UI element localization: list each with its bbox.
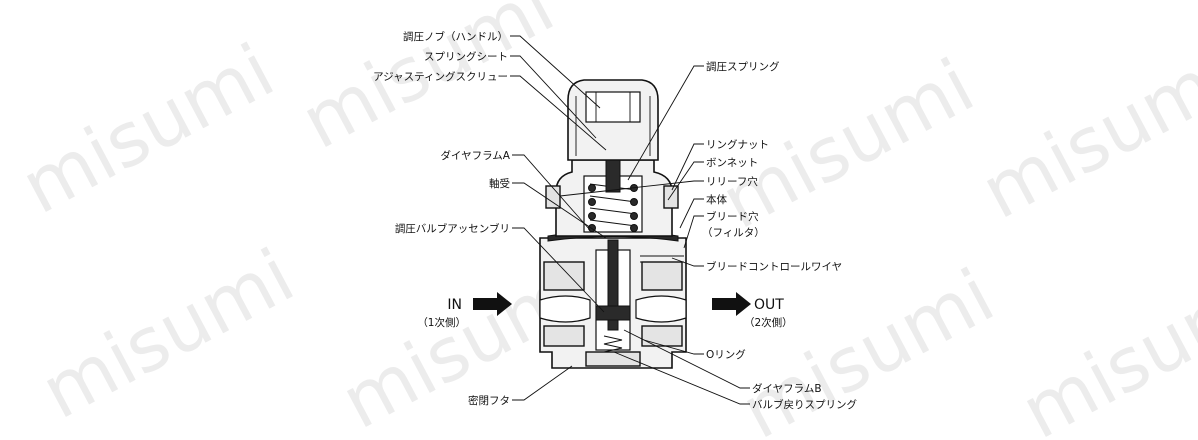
inlet-label: IN <box>447 297 462 313</box>
left-labels: 調圧ノブ（ハンドル） スプリングシート アジャスティングスクリュー ダイヤフラム… <box>373 30 511 407</box>
outlet-label: OUT <box>754 297 784 313</box>
watermark-text: misumi <box>728 253 1007 440</box>
watermark-text: misumi <box>28 233 307 436</box>
inlet-sub-label: （1次側） <box>417 316 466 329</box>
label-filter: （フィルタ） <box>702 227 765 239</box>
lower-left-thread <box>543 325 585 347</box>
leader-lines <box>510 35 750 405</box>
ring-nut-part <box>663 185 679 209</box>
label-relief-hole: リリーフ穴 <box>706 175 758 188</box>
label-diaphragm-a: ダイヤフラムA <box>440 149 510 162</box>
label-pressure-spring: 調圧スプリング <box>706 60 780 73</box>
label-valve-return-spring: バルブ戻りスプリング <box>752 398 857 411</box>
outlet-passage <box>635 295 687 323</box>
outlet-port-indicator: OUT （2次側） <box>712 292 793 329</box>
label-valve-assembly: 調圧バルブアッセンブリ <box>395 222 510 235</box>
label-spring-seat: スプリングシート <box>424 50 508 63</box>
spring-coils <box>588 184 638 232</box>
label-bleed-hole: ブリード穴 <box>706 210 759 223</box>
left-thread <box>543 261 585 291</box>
outlet-arrow-icon <box>712 292 751 316</box>
label-seal-cap: 密閉フタ <box>468 394 510 407</box>
lower-right-thread <box>641 325 683 347</box>
label-adjusting-screw: アジャスティングスクリュー <box>373 70 508 83</box>
label-o-ring: Oリング <box>706 348 746 361</box>
watermark-text: misumi <box>1008 253 1198 440</box>
label-ring-nut: リングナット <box>706 138 769 151</box>
relief-part <box>545 185 561 209</box>
label-diaphragm-b: ダイヤフラムB <box>752 382 822 395</box>
label-bleed-wire: ブリードコントロールワイヤ <box>706 260 842 273</box>
watermark-text: misumi <box>968 33 1198 236</box>
valve-poppet <box>595 305 631 321</box>
bleed-wire-part <box>640 255 684 263</box>
label-body: 本体 <box>706 193 727 206</box>
right-thread <box>641 261 683 291</box>
inlet-arrow-icon <box>473 292 512 316</box>
label-bearing: 軸受 <box>489 177 510 190</box>
inlet-port-indicator: IN （1次側） <box>417 292 512 329</box>
knob-grip-lines <box>575 92 651 156</box>
regulator-drawing <box>539 79 687 369</box>
seal-cap-part <box>585 351 641 367</box>
right-labels: 調圧スプリング リングナット ボンネット リリーフ穴 本体 ブリード穴 （フィル… <box>702 60 857 411</box>
outlet-sub-label: （2次側） <box>744 316 793 329</box>
valve-stem <box>607 239 619 331</box>
knob-inner <box>585 91 641 123</box>
label-knob: 調圧ノブ（ハンドル） <box>403 30 508 43</box>
label-bonnet: ボンネット <box>706 157 758 169</box>
watermark-text: misumi <box>8 28 287 231</box>
inlet-passage <box>539 295 591 323</box>
